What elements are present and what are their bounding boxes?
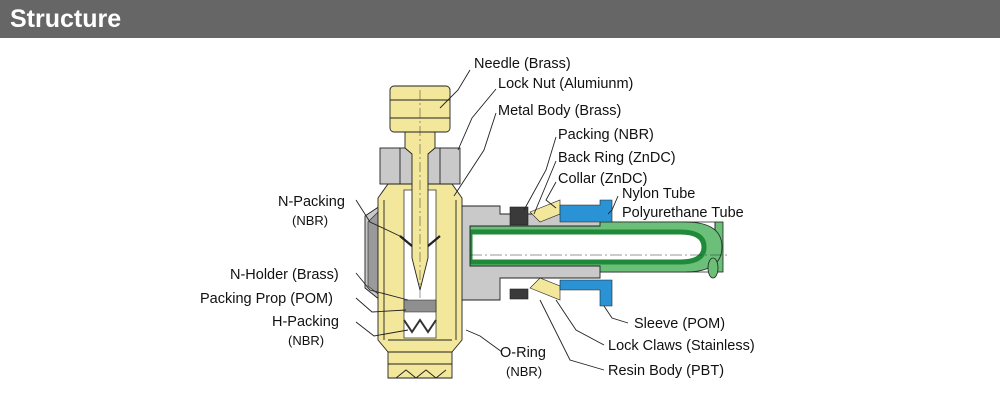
label-nylon-tube: Nylon Tube	[622, 186, 695, 202]
label-o-ring-material: (NBR)	[506, 364, 542, 379]
label-back-ring: Back Ring (ZnDC)	[558, 150, 676, 166]
label-n-packing: N-Packing	[278, 194, 345, 210]
label-packing: Packing (NBR)	[558, 127, 654, 143]
label-n-holder: N-Holder (Brass)	[230, 267, 339, 283]
label-resin-body: Resin Body (PBT)	[608, 363, 724, 379]
sleeve	[559, 199, 613, 223]
label-h-packing-material: (NBR)	[288, 333, 324, 348]
tube	[467, 221, 730, 279]
tube-bore	[467, 229, 707, 265]
needle	[389, 85, 451, 300]
label-lock-nut: Lock Nut (Alumiunm)	[498, 76, 633, 92]
label-lock-claws: Lock Claws (Stainless)	[608, 338, 755, 354]
label-n-packing-material: (NBR)	[292, 213, 328, 228]
label-metal-body: Metal Body (Brass)	[498, 103, 621, 119]
section-title: Structure	[10, 5, 122, 33]
labels: Needle (Brass) Lock Nut (Alumiunm) Metal…	[200, 56, 755, 379]
fitting-structure-diagram: Needle (Brass) Lock Nut (Alumiunm) Metal…	[200, 56, 755, 379]
label-h-packing: H-Packing	[272, 314, 339, 330]
label-packing-prop: Packing Prop (POM)	[200, 291, 333, 307]
label-collar: Collar (ZnDC)	[558, 171, 647, 187]
label-needle: Needle (Brass)	[474, 56, 571, 72]
leader-lines	[355, 69, 629, 371]
label-sleeve: Sleeve (POM)	[634, 316, 725, 332]
label-polyurethane-tube: Polyurethane Tube	[622, 205, 744, 221]
label-o-ring: O-Ring	[500, 345, 546, 361]
section-header: Structure	[0, 0, 1000, 38]
